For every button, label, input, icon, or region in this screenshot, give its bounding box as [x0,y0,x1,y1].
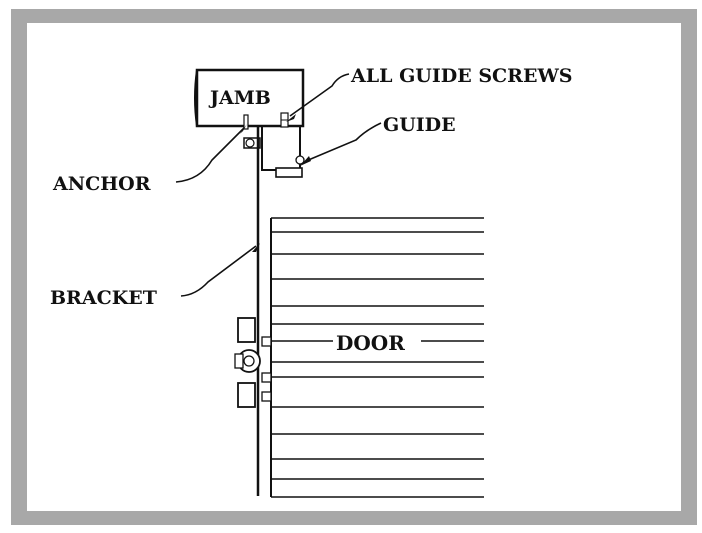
label-door: DOOR [336,331,405,355]
figure-frame [11,9,697,525]
leader-guide [305,122,382,162]
arrowheads [240,114,311,252]
roller-hardware [234,317,272,408]
guide-screws [243,112,289,130]
leader-all-guide-screws [289,73,350,117]
label-anchor: ANCHOR [52,173,151,195]
label-guide: GUIDE [383,114,456,136]
label-jamb: JAMB [208,87,271,109]
guide-part [261,126,305,178]
leader-lines [175,73,484,342]
figure-panel [27,23,681,511]
leader-bracket [180,245,257,297]
label-bracket: BRACKET [50,287,157,309]
label-all-guide-screws: ALL GUIDE SCREWS [350,65,573,87]
door-panel [270,217,484,498]
anchor-hardware [243,137,261,149]
leader-anchor [175,127,245,183]
